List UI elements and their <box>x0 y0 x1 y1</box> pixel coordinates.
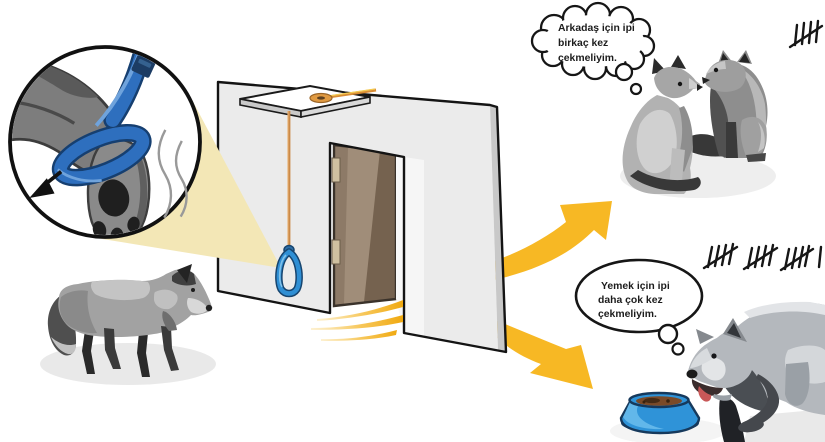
svg-text:çekmeliyim.: çekmeliyim. <box>558 53 617 64</box>
svg-text:Yemek için ipi: Yemek için ipi <box>601 281 670 292</box>
svg-text:çekmeliyim.: çekmeliyim. <box>598 309 657 320</box>
svg-text:birkaç kez: birkaç kez <box>558 38 608 49</box>
svg-text:Arkadaş için ipi: Arkadaş için ipi <box>558 23 635 34</box>
svg-text:daha çok kez: daha çok kez <box>598 295 663 306</box>
